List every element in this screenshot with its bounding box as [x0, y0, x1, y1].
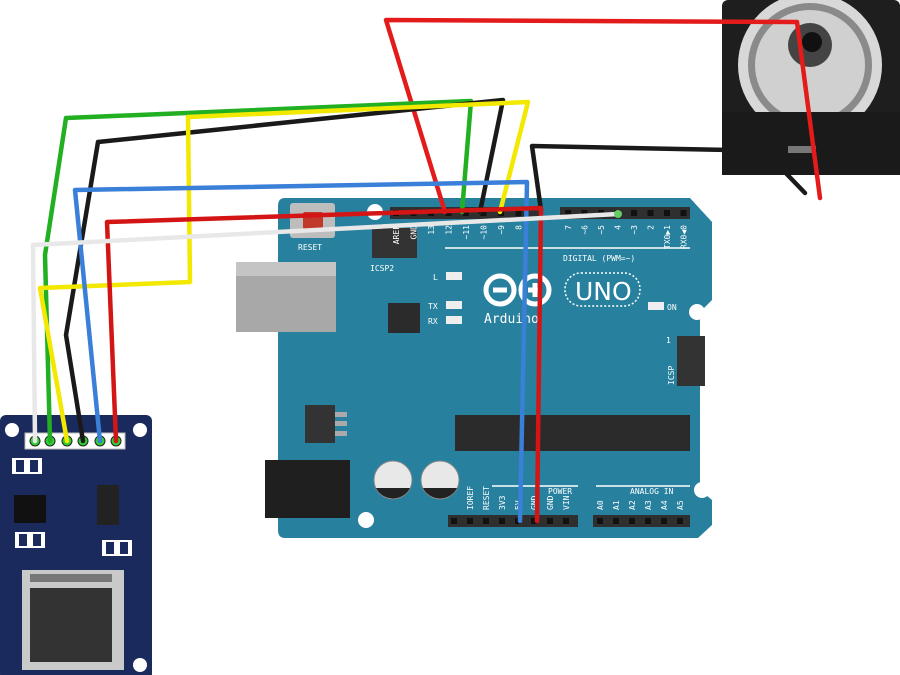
power-pin[interactable] [483, 518, 489, 524]
digital-pin-label: 13 [427, 225, 436, 235]
power-pin-label: 3V3 [498, 495, 507, 510]
power-label: POWER [548, 487, 572, 496]
power-pin-label: GND [530, 495, 539, 510]
digital-label: DIGITAL (PWM=~) [563, 254, 635, 263]
led-tx-label: TX [428, 302, 438, 311]
led-l [446, 272, 462, 280]
power-pin[interactable] [547, 518, 553, 524]
led-l-label: L [433, 273, 438, 282]
wire-black-speaker [529, 143, 808, 213]
wires [30, 17, 823, 524]
arduino-logo [483, 273, 552, 307]
power-pin-label: GND [546, 495, 555, 510]
power-pin-label: VIN [562, 495, 571, 510]
analog-pin-label: A3 [644, 500, 653, 510]
analog-pin-label: A1 [612, 500, 621, 510]
power-pin[interactable] [499, 518, 505, 524]
digital-pin-label: 2 [647, 225, 656, 230]
usb-chip [388, 303, 420, 333]
icsp-header [677, 336, 705, 386]
digital-pin-label: 7 [564, 225, 573, 230]
digital-pin-label: RX0◀0 [680, 225, 689, 249]
digital-pin[interactable] [463, 210, 469, 216]
power-pin[interactable] [451, 518, 457, 524]
analog-pin-label: A0 [596, 500, 605, 510]
digital-pin-label: GND [410, 225, 419, 240]
led-on [648, 302, 664, 310]
mount-hole [689, 304, 705, 320]
analog-pin[interactable] [677, 518, 683, 524]
sd-regulator [97, 485, 119, 525]
analog-label: ANALOG IN [630, 487, 674, 496]
capacitor [373, 460, 413, 500]
wire-red-speaker [383, 17, 823, 215]
digital-pin-label: ~10 [480, 225, 489, 240]
power-header [448, 515, 578, 527]
digital-pin-label: TX0▶1 [663, 225, 672, 249]
wire-red-sd [104, 205, 544, 524]
sd-card-module [0, 415, 152, 675]
analog-pin[interactable] [645, 518, 651, 524]
analog-header [593, 515, 690, 527]
reset-label: RESET [298, 243, 322, 252]
digital-pin[interactable] [515, 210, 522, 216]
icsp-label: ICSP [667, 366, 676, 385]
led-tx [446, 301, 462, 309]
digital-pin[interactable] [565, 210, 571, 216]
digital-pin[interactable] [664, 210, 670, 216]
analog-pin-label: A4 [660, 500, 669, 510]
analog-pin[interactable] [613, 518, 619, 524]
digital-pin-label: ~5 [597, 225, 606, 235]
analog-pin[interactable] [597, 518, 603, 524]
digital-pin[interactable] [631, 210, 637, 216]
power-pin[interactable] [563, 518, 569, 524]
led-on-label: ON [667, 303, 677, 312]
wire-black-sd [63, 97, 506, 444]
capacitor [420, 460, 460, 500]
uno-badge [564, 272, 641, 307]
power-pin[interactable] [531, 518, 537, 524]
power-pin-label: RESET [482, 486, 491, 510]
analog-pin[interactable] [629, 518, 635, 524]
power-pin[interactable] [467, 518, 473, 524]
led-rx [446, 316, 462, 324]
led-rx-label: RX [428, 317, 438, 326]
digital-pin-label: ~11 [462, 225, 471, 240]
digital-pin-label: 12 [445, 225, 454, 235]
analog-pin-label: A2 [628, 500, 637, 510]
power-pin-label: IOREF [466, 486, 475, 510]
arduino-logo-text: Arduino [484, 312, 539, 327]
pin-4-connection [614, 210, 622, 218]
voltage-regulator [305, 405, 335, 443]
icsp2-header [372, 228, 417, 258]
digital-pin-label: ~9 [497, 225, 506, 235]
digital-pin-label: ~6 [581, 225, 590, 235]
speaker [722, 0, 900, 175]
power-jack [265, 460, 350, 518]
icsp-pin1-label: 1 [666, 336, 671, 345]
digital-pin-label: ~3 [630, 225, 639, 235]
atmega-chip [455, 415, 690, 451]
icsp2-label: ICSP2 [370, 264, 394, 273]
analog-pin[interactable] [661, 518, 667, 524]
digital-pin[interactable] [581, 210, 588, 216]
digital-pin[interactable] [647, 210, 654, 216]
digital-pin[interactable] [480, 210, 487, 216]
digital-pin-label: 8 [515, 225, 524, 230]
analog-pin-label: A5 [676, 500, 685, 510]
digital-pin-label: AREF [392, 225, 401, 244]
uno-label: UNO [575, 277, 632, 306]
wire-yellow-sd [37, 99, 531, 444]
mount-hole [694, 482, 710, 498]
digital-pin-label: 4 [614, 225, 623, 230]
mount-hole [358, 512, 374, 528]
sd-level-shifter-chip [14, 495, 46, 523]
digital-pin[interactable] [680, 210, 687, 216]
wire-white-sd [30, 211, 621, 444]
wire-blue-sd [72, 179, 530, 524]
